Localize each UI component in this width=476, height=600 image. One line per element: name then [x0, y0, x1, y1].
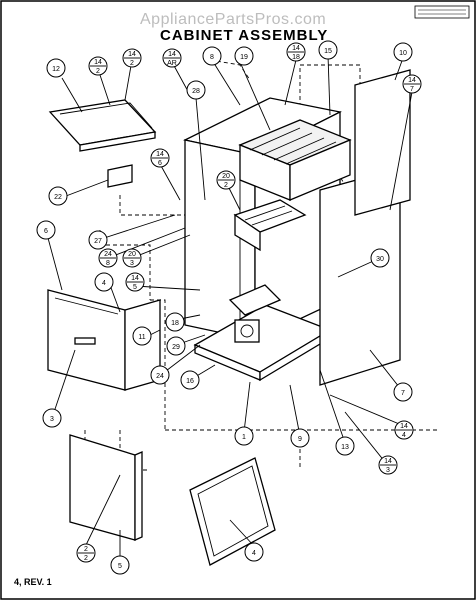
callout-14-6: 14 6 — [150, 148, 170, 168]
bottom-filter-panel — [189, 457, 276, 566]
svg-text:11: 11 — [138, 334, 145, 341]
svg-text:28: 28 — [192, 88, 200, 95]
watermark: AppliancePartsPros.com — [140, 11, 326, 28]
callout-2-2: 2 2 — [76, 543, 96, 563]
heat-exchanger — [238, 119, 352, 201]
svg-text:3: 3 — [386, 467, 390, 474]
callout-15: 15 — [318, 40, 338, 60]
page-title: CABINET ASSEMBLY — [160, 27, 328, 44]
svg-text:4: 4 — [402, 432, 406, 439]
callout-28: 28 — [186, 80, 206, 100]
svg-text:14: 14 — [384, 458, 392, 465]
svg-text:5: 5 — [118, 563, 122, 570]
svg-text:5: 5 — [133, 284, 137, 291]
svg-text:19: 19 — [240, 54, 248, 61]
callout-11: 11 — [132, 326, 152, 346]
corner-stamp — [414, 5, 470, 19]
svg-text:2: 2 — [224, 182, 228, 189]
svg-text:2: 2 — [84, 555, 88, 562]
filter-bracket — [107, 164, 133, 188]
rear-panel — [354, 69, 411, 216]
callout-30: 30 — [370, 248, 390, 268]
svg-text:7: 7 — [401, 390, 405, 397]
svg-text:30: 30 — [376, 256, 384, 263]
svg-text:16: 16 — [186, 378, 194, 385]
callout-14-4: 14 4 — [394, 420, 414, 440]
svg-text:10: 10 — [399, 50, 407, 57]
callout-5: 5 — [110, 555, 130, 575]
svg-text:18: 18 — [292, 54, 300, 61]
svg-text:18: 18 — [171, 320, 179, 327]
revision-label: 4, REV. 1 — [14, 577, 52, 587]
svg-text:12: 12 — [52, 66, 60, 73]
callout-27: 27 — [88, 230, 108, 250]
svg-text:13: 13 — [341, 444, 349, 451]
callout-9: 9 — [290, 428, 310, 448]
callout-6: 6 — [36, 220, 56, 240]
callout-3: 3 — [42, 408, 62, 428]
svg-text:14: 14 — [94, 59, 102, 66]
svg-text:24: 24 — [104, 251, 112, 258]
svg-text:14: 14 — [292, 45, 300, 52]
svg-text:20: 20 — [222, 173, 230, 180]
callout-20-2: 20 2 — [216, 170, 236, 190]
callout-4-upper: 4 — [94, 272, 114, 292]
svg-text:14: 14 — [131, 275, 139, 282]
callout-22: 22 — [48, 186, 68, 206]
svg-text:14: 14 — [128, 51, 136, 58]
callout-29: 29 — [166, 336, 186, 356]
svg-text:8: 8 — [106, 260, 110, 267]
svg-text:6: 6 — [158, 160, 162, 167]
svg-text:15: 15 — [324, 48, 332, 55]
callout-14-3: 14 3 — [378, 455, 398, 475]
callout-18: 18 — [165, 312, 185, 332]
callout-19: 19 — [234, 46, 254, 66]
svg-text:2: 2 — [84, 546, 88, 553]
callout-20-3: 20 3 — [122, 248, 142, 268]
svg-text:7: 7 — [410, 86, 414, 93]
svg-text:24: 24 — [156, 373, 164, 380]
svg-text:4: 4 — [252, 550, 256, 557]
burner-assembly — [233, 199, 307, 252]
callout-13: 13 — [335, 436, 355, 456]
svg-text:1: 1 — [242, 434, 246, 441]
svg-text:3: 3 — [50, 416, 54, 423]
svg-text:14: 14 — [168, 51, 176, 58]
callout-14-5: 14 5 — [125, 272, 145, 292]
callout-7: 7 — [393, 382, 413, 402]
svg-text:14: 14 — [408, 77, 416, 84]
top-filter-panel — [48, 99, 157, 152]
svg-text:29: 29 — [172, 344, 180, 351]
callout-12: 12 — [46, 58, 66, 78]
svg-text:9: 9 — [298, 436, 302, 443]
svg-text:2: 2 — [130, 60, 134, 67]
callout-4-lower: 4 — [244, 542, 264, 562]
callout-10: 10 — [393, 42, 413, 62]
svg-text:2: 2 — [96, 68, 100, 75]
callout-24-8: 24 8 — [98, 248, 118, 268]
svg-text:14: 14 — [400, 423, 408, 430]
svg-text:4: 4 — [102, 280, 106, 287]
svg-text:3: 3 — [130, 260, 134, 267]
svg-text:AR: AR — [167, 60, 177, 67]
svg-text:27: 27 — [94, 238, 102, 245]
lower-door-panel — [69, 434, 143, 541]
svg-text:14: 14 — [156, 151, 164, 158]
svg-text:8: 8 — [210, 54, 214, 61]
svg-text:6: 6 — [44, 228, 48, 235]
callout-1: 1 — [234, 426, 254, 446]
callout-14-7: 14 7 — [402, 74, 422, 94]
callout-14-2-b: 14 2 — [122, 48, 142, 68]
callout-8: 8 — [202, 46, 222, 66]
svg-text:22: 22 — [54, 194, 62, 201]
callout-16: 16 — [180, 370, 200, 390]
callout-24: 24 — [150, 365, 170, 385]
callout-14-18: 14 18 — [286, 42, 306, 62]
callout-14-2-a: 14 2 — [88, 56, 108, 76]
svg-text:20: 20 — [128, 251, 136, 258]
callout-14-ar: 14 AR — [162, 48, 182, 68]
blower-housing — [228, 284, 282, 343]
